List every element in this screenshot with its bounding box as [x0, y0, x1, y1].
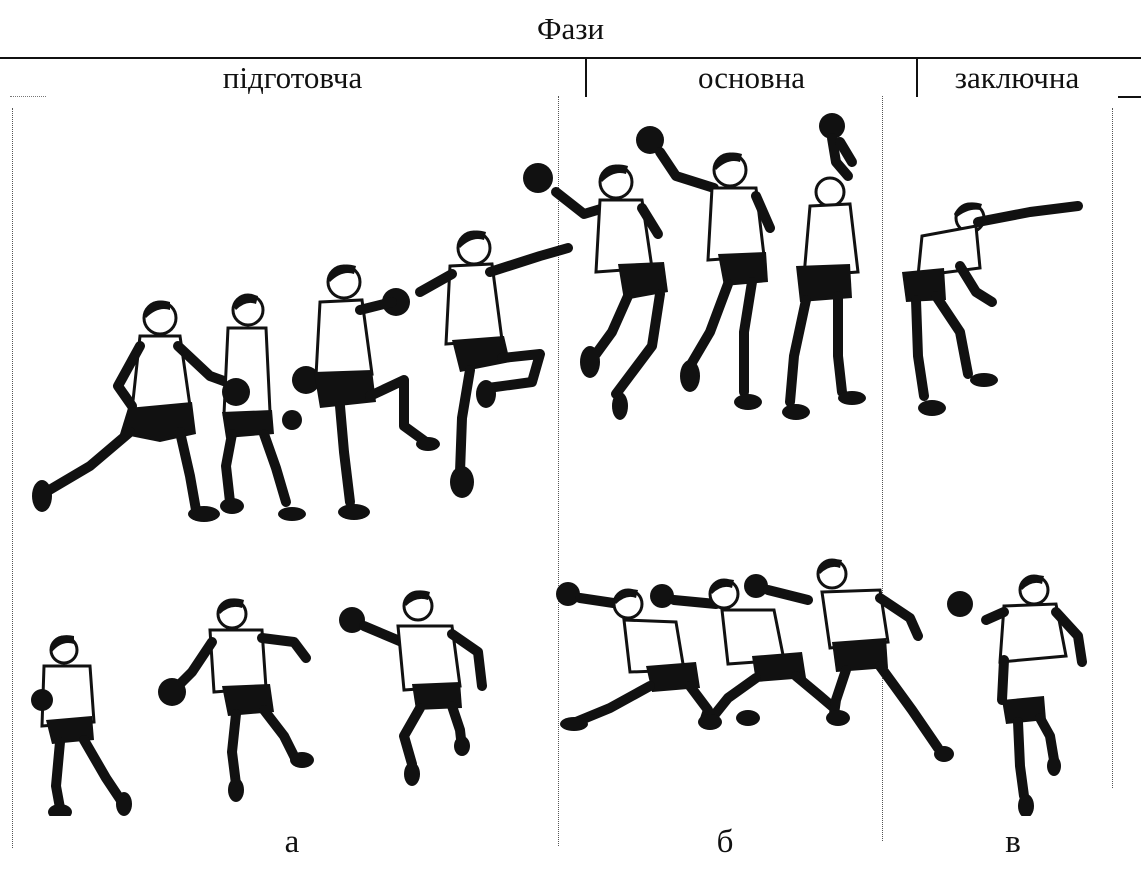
column-label-c: в [983, 822, 1043, 862]
player-top-2 [220, 294, 306, 521]
player-top-3 [292, 265, 440, 521]
phases-header-title: Фази [0, 0, 1141, 59]
player-top-7 [782, 113, 866, 420]
player-top-8 [902, 202, 1078, 416]
player-bottom-7 [947, 575, 1082, 816]
phases-title-text: Фази [537, 11, 604, 47]
phase-preparatory-label: підготовча [223, 60, 362, 96]
phase-main-label: основна [698, 60, 805, 96]
player-bottom-2 [158, 598, 314, 802]
throw-phases-illustration: .limb { stroke:#111; stroke-width:10; st… [0, 96, 1141, 816]
player-top-1 [32, 301, 232, 523]
phase-main-cell: основна [585, 59, 916, 97]
phase-final-label: заключна [955, 60, 1079, 96]
player-top-4 [420, 231, 568, 499]
player-bottom-1 [31, 635, 132, 816]
throw-phases-figure: .limb { stroke:#111; stroke-width:10; st… [0, 96, 1141, 816]
phase-preparatory-cell: підготовча [0, 59, 585, 97]
player-bottom-3 [339, 590, 482, 786]
phase-final-cell: заключна [916, 59, 1116, 97]
column-label-b: б [695, 822, 755, 862]
player-top-5 [523, 163, 668, 420]
phases-header-row: підготовча основна заключна [0, 59, 1141, 97]
column-label-a: а [262, 822, 322, 862]
